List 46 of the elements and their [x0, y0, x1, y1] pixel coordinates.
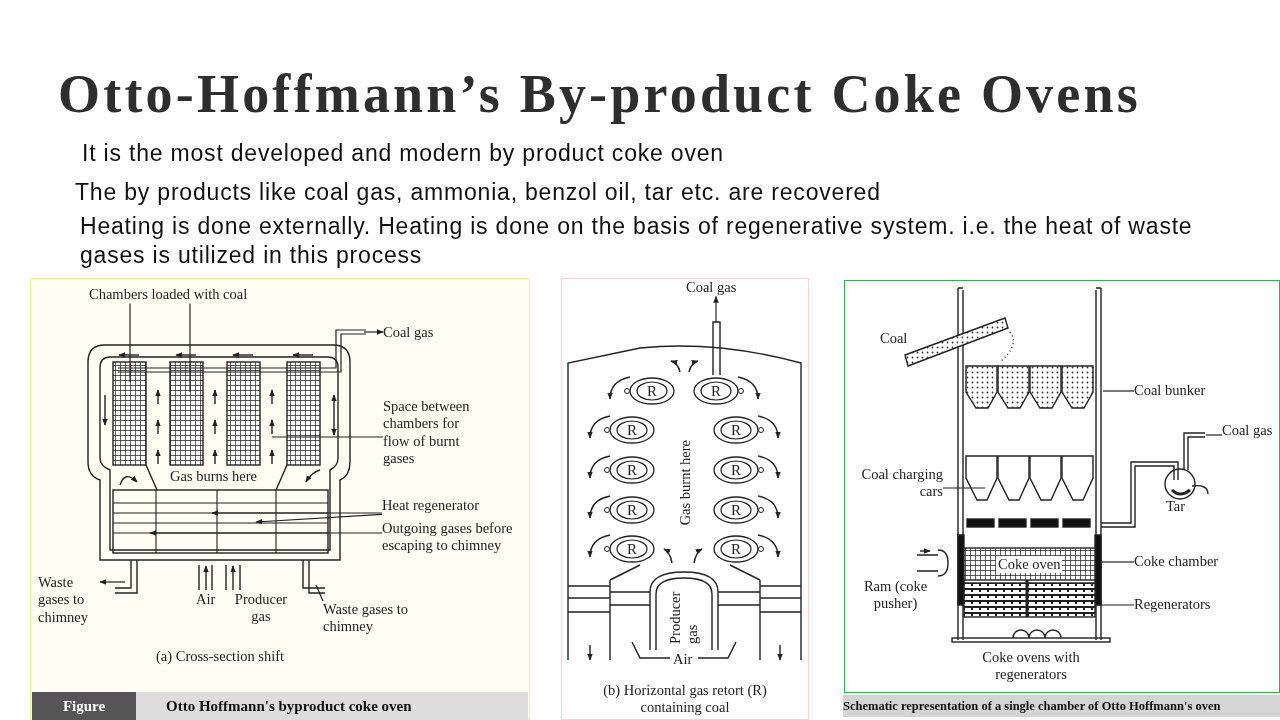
callout-label: Regenerators — [1134, 596, 1211, 614]
callout-label: Coal gas — [1222, 422, 1273, 440]
part-label: Ram (coke pusher) — [862, 578, 929, 613]
leader-line — [189, 302, 191, 393]
leader-line — [1095, 604, 1135, 606]
leader-line — [1101, 561, 1135, 563]
callout-label: Coal charging cars — [848, 466, 943, 501]
caption-tag: Figure — [32, 692, 136, 720]
slide-title: Otto-Hoffmann’s By-product Coke Ovens — [58, 63, 1141, 126]
callout-label: Outgoing gases before escaping to chimney — [382, 520, 532, 555]
leader-line — [1205, 434, 1223, 436]
figure-caption: (a) Cross-section shift — [156, 648, 285, 666]
arrow — [149, 530, 383, 536]
callout-label: Waste gases to chimney — [323, 601, 418, 636]
flow-label: Air — [196, 591, 216, 609]
figure-caption: Coke ovens with regenerators — [981, 649, 1081, 684]
figure-caption: Schematic representation of a single chamber of Otto Hoffmann's oven — [843, 695, 1280, 717]
arrow — [99, 579, 126, 585]
leader-line — [315, 584, 324, 602]
bullet-text: Heating is done externally. Heating is done on the basis of regenerative system. i.e. the heat of waste gases is utilized in this process — [80, 212, 1194, 270]
figure-caption: Otto Hoffmann's byproduct coke oven — [136, 692, 528, 720]
callout-label: Space between chambers for flow of burnt gases — [383, 398, 485, 468]
leader-line — [271, 436, 384, 438]
arrow — [211, 510, 383, 516]
arrow — [255, 513, 383, 525]
leader-line — [1102, 390, 1135, 392]
arrow — [713, 295, 719, 323]
callout-label: Coal gas — [686, 279, 737, 297]
flow-label: Gas burns here — [170, 468, 257, 486]
part-label: Coal — [880, 330, 908, 348]
coke-oven-cross-section-drawing — [87, 329, 367, 594]
leader-line — [942, 487, 986, 489]
bullet-text: The by products like coal gas, ammonia, benzol oil, tar etc. are recovered — [75, 179, 881, 207]
callout-label: Chambers loaded with coal — [89, 286, 248, 304]
callout-label: Coal bunker — [1134, 382, 1206, 400]
callout-label: Coal gas — [383, 324, 434, 342]
part-label: Coke oven — [996, 556, 1063, 574]
callout-label: Coke chamber — [1134, 553, 1219, 571]
bullet-text: It is the most developed and modern by product coke oven — [82, 140, 724, 168]
leader-line — [129, 302, 131, 383]
callout-label: Waste gases to chimney — [38, 574, 100, 627]
figure-caption: (b) Horizontal gas retort (R) containing coal — [602, 682, 768, 717]
part-label: Tar — [1166, 498, 1186, 516]
callout-label: Heat regenerator — [382, 497, 479, 515]
flow-label: Producer gas — [233, 591, 289, 626]
arrow — [363, 329, 384, 335]
